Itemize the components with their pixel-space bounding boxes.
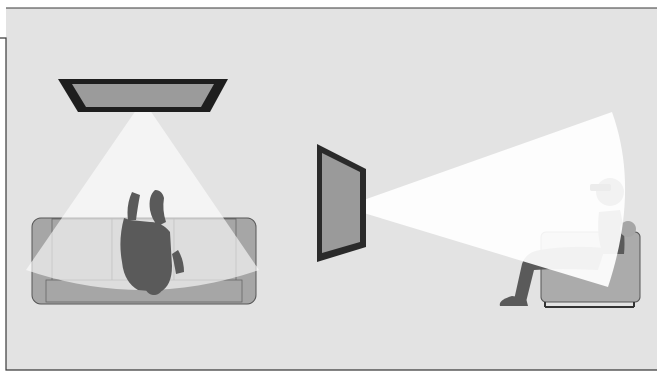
panel-frame-line	[0, 37, 657, 371]
wall-screen-scene	[317, 112, 641, 308]
screen-light-beam	[344, 112, 626, 287]
ceiling-projector-icon	[58, 79, 228, 112]
ceiling-projection-scene	[26, 79, 259, 305]
wall-screen-icon	[317, 144, 366, 262]
ceiling-light-beam	[26, 100, 259, 290]
reclining-person-icon	[120, 190, 184, 295]
